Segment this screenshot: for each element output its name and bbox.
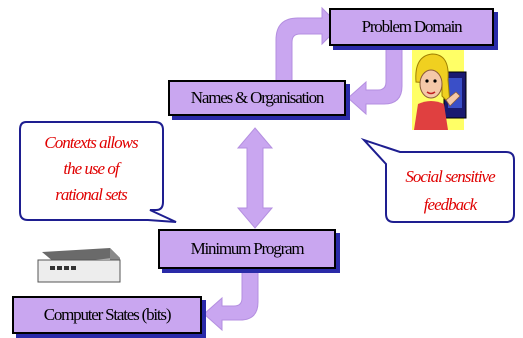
- computer-states-label: Computer States (bits): [43, 305, 172, 324]
- computer-box-icon: [37, 248, 121, 283]
- names-organisation-label: Names & Organisation: [190, 88, 325, 107]
- minimum-program-label: Minimum Program: [190, 239, 305, 258]
- problem-domain-label: Problem Domain: [361, 17, 463, 36]
- minimum-program-box: Minimum Program: [158, 229, 336, 269]
- computer-states-box: Computer States (bits): [12, 296, 202, 334]
- names-organisation-box: Names & Organisation: [168, 80, 346, 116]
- callout-contexts-line-3: rational sets: [55, 185, 128, 204]
- arrow-bidirectional: [236, 127, 274, 229]
- arrow-problem-to-names: [347, 43, 403, 116]
- problem-domain-box: Problem Domain: [329, 8, 494, 46]
- callout-contexts-line-2: the use of: [63, 159, 121, 178]
- callout-social: [360, 137, 515, 223]
- callout-contexts: [19, 121, 177, 223]
- callout-contexts-line-1: Contexts allows: [44, 133, 139, 152]
- woman-at-computer-icon: [412, 50, 467, 130]
- callout-social-line-2: feedback: [424, 195, 478, 214]
- callout-social-line-1: Social sensitive: [405, 167, 496, 186]
- arrow-program-to-states: [203, 265, 259, 332]
